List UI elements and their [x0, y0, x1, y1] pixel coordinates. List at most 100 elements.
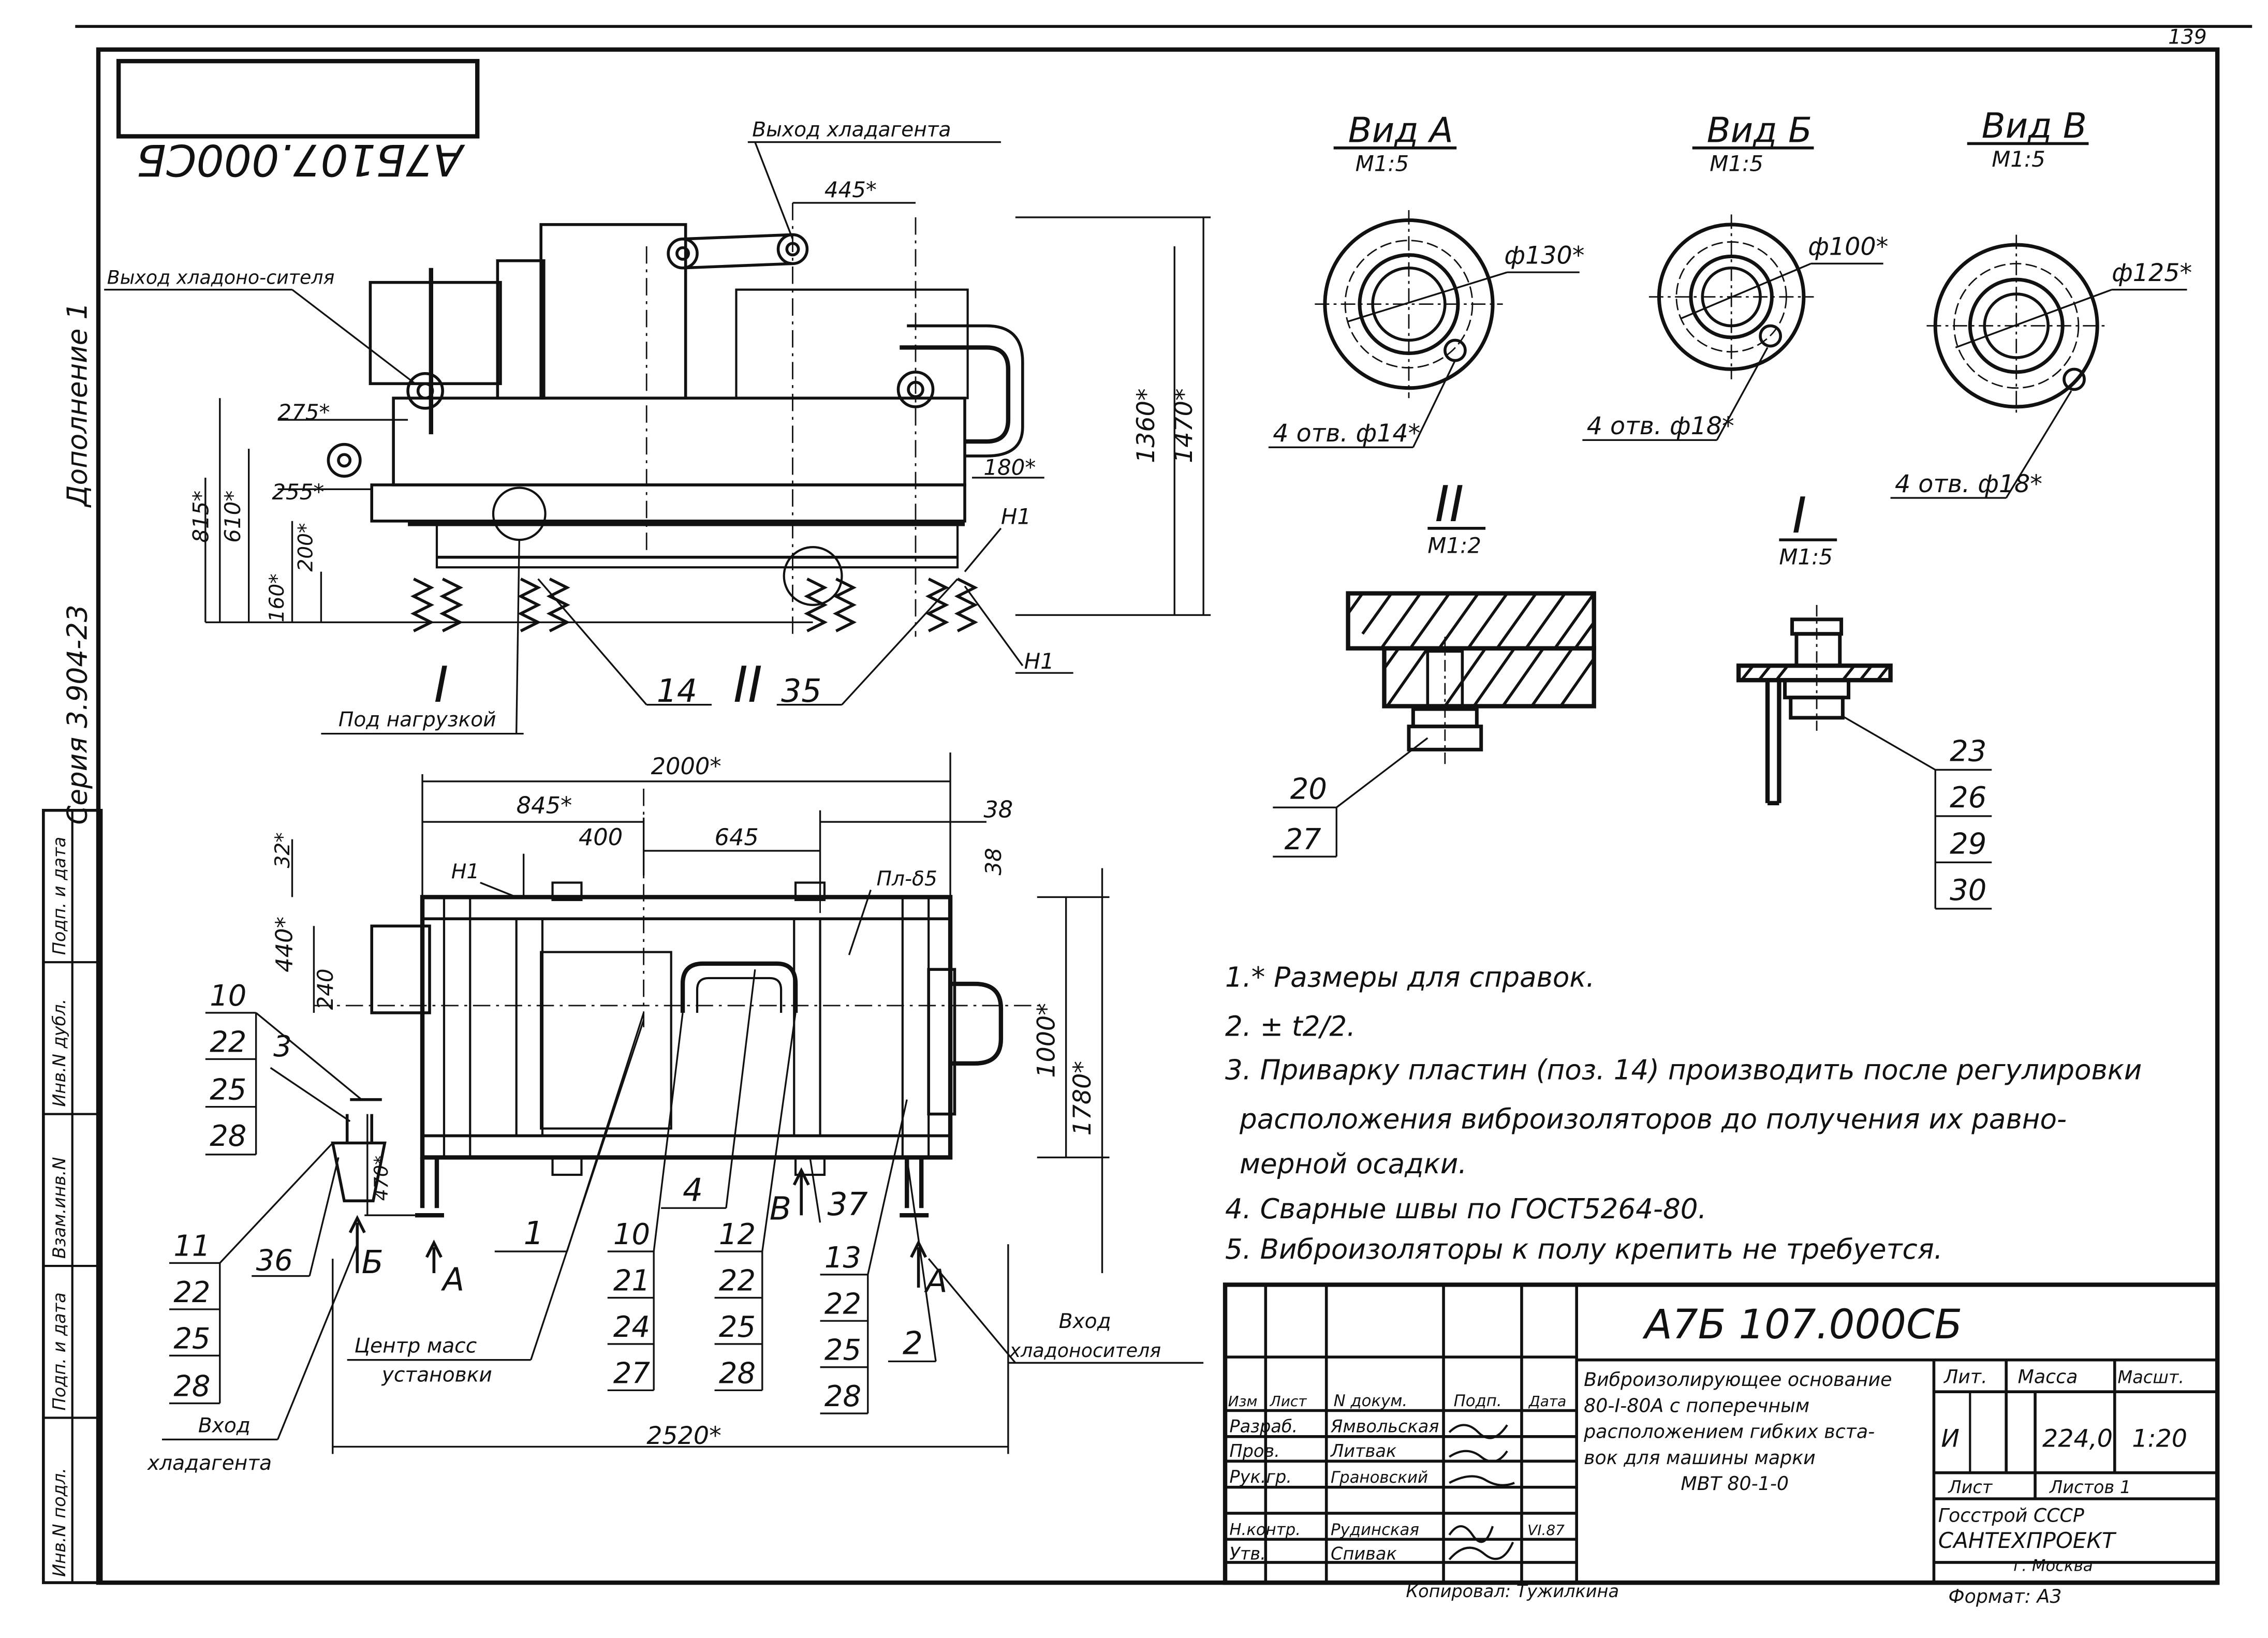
h1-label-top: Н1 — [1001, 504, 1031, 529]
mirrored-code-box — [116, 58, 480, 139]
row-role-prov: Пров. — [1229, 1441, 1279, 1461]
sheets-label: Листов 1 — [2049, 1477, 2131, 1497]
arrow-b-label: Б — [362, 1244, 384, 1281]
callout-10-mid: 10 — [613, 1218, 650, 1251]
row-name-razrab: Ямвольская — [1330, 1416, 1439, 1436]
dim-180: 180* — [983, 454, 1036, 480]
callout-22-left: 22 — [210, 1025, 246, 1059]
hdr-izm: Изм — [1228, 1393, 1258, 1410]
org-line-2: САНТЕХПРОЕКТ — [1938, 1528, 2117, 1553]
row-role-razrab: Разраб. — [1229, 1416, 1298, 1436]
note-1: 1.* Размеры для справок. — [1225, 962, 1595, 994]
callout-28-c: 28 — [719, 1356, 756, 1390]
lit-value: И — [1941, 1424, 1960, 1453]
row-date-nkontr: VI.87 — [1527, 1522, 1565, 1539]
plan-dim-845: 845* — [517, 791, 572, 819]
org-line-3: г. Москва — [2013, 1557, 2093, 1575]
dim-610: 610* — [220, 491, 245, 543]
side-series-label: Серия 3.904-23 — [62, 604, 94, 824]
mass-label: Масса — [2018, 1365, 2078, 1388]
detail-i-scale: М1:5 — [1779, 544, 1833, 570]
inlet-coolant-label-1: Вход — [1059, 1310, 1111, 1333]
detail-i-callout-30: 30 — [1950, 874, 1986, 907]
row-name-utv: Спивак — [1331, 1543, 1397, 1563]
page-number: 139 — [2168, 26, 2207, 49]
under-load-label: Под нагрузкой — [338, 709, 496, 732]
row-role-utv: Утв. — [1229, 1543, 1265, 1563]
detail-ii: II М1:2 20 27 — [1273, 476, 1596, 858]
view-b-diameter: ф100* — [1808, 233, 1888, 261]
callout-28-d: 28 — [824, 1380, 861, 1413]
side-supplement-label: Дополнение 1 — [62, 302, 94, 508]
view-b: Вид Б М1:5 ф100* 4 отв. ф18* — [1582, 110, 1888, 441]
view-b-scale: М1:5 — [1710, 151, 1763, 176]
view-v-holes: 4 отв. ф18* — [1895, 470, 2042, 498]
note-4: 4. Сварные швы по ГОСТ5264-80. — [1225, 1193, 1706, 1225]
dim-255: 255* — [272, 479, 324, 505]
note-3-line-1: 3. Приварку пластин (поз. 14) производит… — [1225, 1054, 2142, 1086]
view-v: Вид В М1:5 ф125* 4 отв. ф18* — [1890, 106, 2192, 499]
org-line-1: Госстрой СССР — [1938, 1504, 2084, 1527]
arrow-a-left-label: А — [440, 1262, 464, 1298]
plan-dim-400: 400 — [579, 823, 623, 851]
inlet-refrigerant-label-1: Вход — [198, 1414, 251, 1437]
view-v-diameter: ф125* — [2112, 259, 2192, 287]
view-b-title: Вид Б — [1707, 110, 1812, 151]
dim-445: 445* — [824, 177, 877, 202]
callout-12: 12 — [719, 1218, 756, 1251]
row-name-prov: Литвак — [1330, 1441, 1397, 1461]
callout-36: 36 — [256, 1244, 293, 1277]
mirrored-doc-code: А7Б107.000СБ — [136, 135, 465, 185]
plan-view: 2000* 845* 400 645 38 38 32* 440* 240 10… — [146, 752, 1204, 1475]
view-b-holes: 4 отв. ф18* — [1587, 412, 1734, 440]
plan-dim-1780: 1780* — [1068, 1061, 1097, 1136]
view-v-scale: М1:5 — [1992, 146, 2045, 172]
scale-label: Масшт. — [2117, 1367, 2184, 1387]
title-block: А7Б 107.000СБ Виброизолирующее основание… — [1223, 1282, 2220, 1607]
callout-detail-i: I — [434, 657, 448, 714]
callout-2: 2 — [903, 1325, 923, 1362]
h1-label-bottom: Н1 — [1024, 648, 1054, 674]
note-5: 5. Виброизоляторы к полу крепить не треб… — [1225, 1233, 1942, 1265]
outlet-coolant-label: Выход хладоно-сителя — [107, 266, 335, 288]
title-desc-3: расположением гибких вста- — [1583, 1421, 1875, 1443]
plan-dim-470: 470* — [370, 1156, 392, 1201]
plan-h1-label: Н1 — [451, 860, 479, 883]
callout-25-d: 25 — [824, 1334, 861, 1367]
plan-dim-2520: 2520* — [646, 1422, 721, 1450]
drawing-frame — [96, 47, 2220, 1585]
arrow-v-label: В — [770, 1191, 791, 1228]
callout-4: 4 — [683, 1172, 703, 1208]
arrow-a-right-label: А — [924, 1263, 948, 1300]
callout-14: 14 — [657, 673, 697, 710]
view-a-diameter: ф130* — [1504, 241, 1584, 270]
plan-dim-38-side: 38 — [981, 848, 1006, 875]
plan-dim-2000: 2000* — [651, 752, 721, 780]
center-of-mass-label-1: Центр масс — [355, 1335, 477, 1358]
callout-25-c: 25 — [719, 1310, 756, 1344]
hdr-doc: N докум. — [1334, 1392, 1408, 1410]
detail-i: I М1:5 23 26 29 30 — [1736, 488, 1992, 910]
detail-i-callout-23: 23 — [1950, 735, 1986, 769]
dim-160: 160* — [266, 573, 289, 622]
outlet-refrigerant-label: Выход хладагента — [752, 118, 951, 141]
callout-1: 1 — [524, 1215, 544, 1252]
copied-by: Копировал: Тужилкина — [1406, 1581, 1619, 1601]
title-desc-2: 80-I-80А с поперечным — [1584, 1394, 1809, 1416]
callout-25-b: 25 — [173, 1322, 210, 1355]
callout-22-d: 22 — [824, 1287, 861, 1321]
note-2: 2. ± t2/2. — [1225, 1011, 1356, 1043]
plan-dim-645: 645 — [715, 823, 759, 851]
detail-i-title: I — [1792, 488, 1807, 544]
callout-22-c: 22 — [719, 1264, 756, 1298]
dim-815: 815* — [188, 491, 213, 543]
detail-ii-scale: М1:2 — [1427, 533, 1481, 558]
view-a-scale: М1:5 — [1356, 151, 1409, 176]
plan-dim-32: 32* — [271, 832, 294, 868]
callout-28-left: 28 — [210, 1119, 246, 1153]
hdr-list: Лист — [1270, 1393, 1307, 1410]
side-col-inv-dubl: Инв.N дубл. — [49, 999, 69, 1107]
view-a-holes: 4 отв. ф14* — [1273, 419, 1420, 448]
callout-35: 35 — [781, 673, 821, 710]
view-a-title: Вид А — [1348, 110, 1453, 151]
